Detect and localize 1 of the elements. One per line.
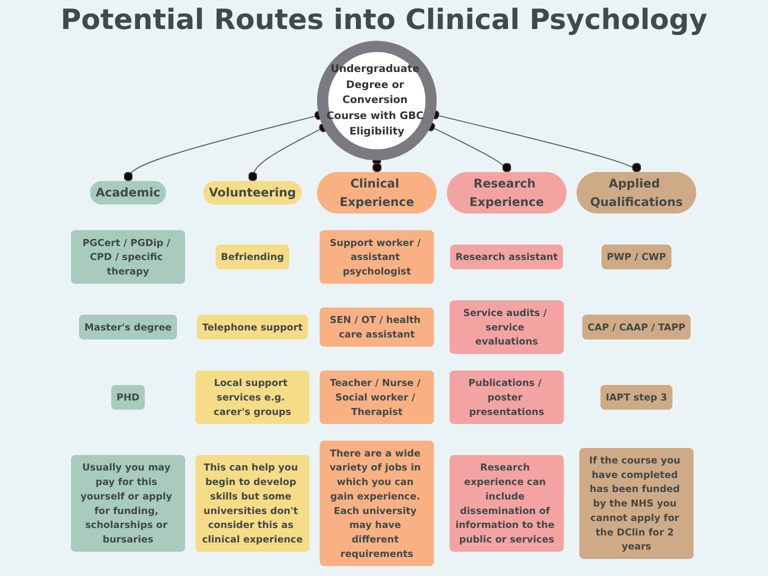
diagram-title: Potential Routes into Clinical Psychology: [60, 2, 708, 38]
